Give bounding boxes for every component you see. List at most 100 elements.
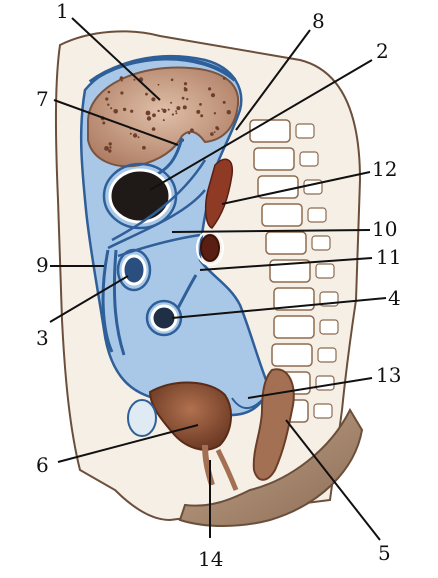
liver-spot: [200, 114, 204, 118]
leader-5: [285, 419, 381, 541]
pubic-symphysis: [127, 399, 157, 437]
vertebral-process: [313, 403, 333, 419]
liver-spot: [183, 87, 188, 92]
diaphragm-peritoneum: [88, 56, 237, 84]
vertebral-process: [299, 151, 319, 167]
label-9: 9: [36, 253, 49, 277]
liver-spot: [213, 131, 216, 134]
liver-spot: [171, 113, 174, 116]
liver-spot: [222, 100, 226, 104]
greater-omentum: [101, 249, 126, 356]
liver-texture: [100, 76, 231, 153]
rectouterine-pouch: [231, 397, 263, 409]
liver-spot: [152, 113, 156, 118]
liver-spot: [170, 101, 173, 104]
liver-spot: [151, 97, 156, 102]
transverse-colon: [121, 254, 147, 286]
liver-spot: [210, 93, 216, 98]
liver-spot: [151, 127, 156, 131]
pancreas: [204, 158, 234, 229]
liver-spot: [145, 110, 151, 116]
liver-spot: [182, 105, 187, 110]
leader-4: [171, 297, 387, 319]
liver-spot: [222, 77, 226, 80]
vertebra: [253, 147, 295, 171]
label-7: 7: [36, 87, 49, 111]
label-12: 12: [372, 157, 397, 181]
rectum: [252, 368, 295, 481]
liver-spot: [109, 143, 111, 146]
liver-spot: [107, 103, 110, 106]
liver-spot: [102, 121, 106, 125]
liver-spot: [190, 128, 194, 133]
label-11: 11: [376, 245, 401, 269]
vertebra: [273, 287, 315, 311]
liver-spot: [157, 83, 160, 86]
vertebral-column: [249, 119, 339, 423]
vertebra: [271, 343, 313, 367]
liver-spot: [162, 119, 165, 122]
leader-2: [149, 59, 373, 191]
leader-6: [57, 424, 199, 463]
vertebral-process: [307, 207, 327, 223]
liver-spot: [104, 146, 109, 151]
leader-lines: [49, 17, 387, 541]
liver-spot: [181, 96, 185, 100]
liver-spot: [199, 103, 202, 106]
leader-12: [221, 171, 371, 205]
liver-spot: [186, 98, 189, 101]
liver-spot: [122, 107, 127, 112]
leader-13: [247, 377, 373, 399]
liver-spot: [175, 110, 178, 112]
label-3: 3: [36, 326, 49, 350]
label-10: 10: [372, 217, 397, 241]
liver-spot: [226, 110, 231, 115]
urinary-bladder: [148, 381, 232, 451]
liver-spot: [120, 91, 124, 95]
liver-spot: [107, 90, 111, 94]
liver-spot: [142, 145, 146, 150]
label-13: 13: [376, 363, 401, 387]
number-labels: 1 2 3 4 5 6 7 8 9 10 11 12 13 14: [36, 0, 401, 571]
leader-10: [171, 229, 371, 233]
label-6: 6: [36, 453, 49, 477]
liver-spot: [183, 82, 188, 86]
vertebral-process: [315, 375, 335, 391]
vertebral-process: [315, 263, 335, 279]
liver-spot: [113, 109, 118, 114]
liver-spot: [213, 112, 217, 115]
vertebral-process: [319, 319, 339, 335]
liver-spot: [137, 136, 140, 139]
vertebral-process: [311, 235, 331, 251]
liver-spot: [157, 109, 160, 113]
leader-11: [199, 257, 373, 271]
liver-spot: [145, 92, 148, 96]
liver-spot: [146, 116, 152, 121]
duodenum: [200, 234, 220, 262]
liver-spot: [133, 78, 136, 81]
liver-spot: [121, 79, 123, 82]
liver-spot: [161, 108, 163, 110]
liver-spot: [170, 78, 174, 82]
liver-spot: [130, 109, 134, 113]
pelvic-floor: [178, 407, 364, 527]
liver-spot: [119, 76, 124, 80]
urethra: [202, 444, 215, 486]
liver-spot: [210, 132, 214, 136]
liver-spot: [216, 127, 220, 131]
leader-7: [53, 99, 179, 146]
vertebra: [249, 119, 291, 143]
vertebral-process: [317, 347, 337, 363]
vertebra: [273, 315, 315, 339]
vertebra: [269, 259, 311, 283]
leader-8: [235, 29, 311, 131]
label-5: 5: [378, 541, 391, 565]
vertebra: [265, 231, 307, 255]
label-8: 8: [312, 9, 325, 33]
liver-spot: [162, 108, 167, 113]
label-1: 1: [56, 0, 69, 23]
label-14: 14: [198, 547, 223, 571]
vaginal-canal: [215, 448, 239, 491]
liver-spot: [208, 87, 212, 91]
